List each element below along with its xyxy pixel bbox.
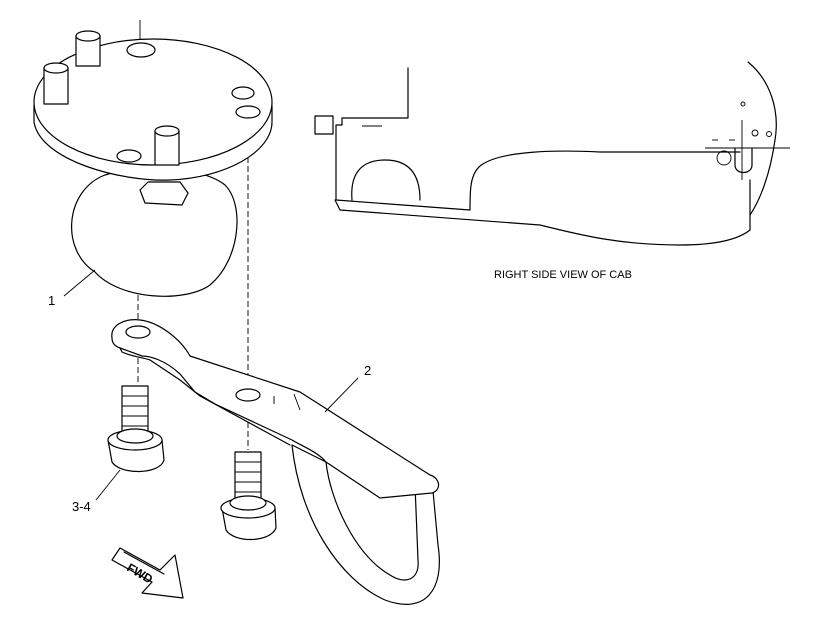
bolt-nut-left: [107, 385, 165, 473]
plate-hole: [126, 42, 156, 58]
callout-item-3-4: 3-4: [72, 499, 91, 514]
bolt-nut-right: [220, 451, 277, 541]
bracket-hole: [125, 325, 151, 339]
cab-box: [314, 115, 334, 135]
plate-stud: [75, 30, 101, 67]
leader-item-3-4: [95, 469, 121, 501]
plate-hole: [116, 149, 142, 163]
callout-item-2: 2: [364, 363, 371, 378]
mirror-ball: [71, 167, 238, 297]
plate-hole: [235, 105, 261, 119]
view-caption: RIGHT SIDE VIEW OF CAB: [494, 269, 632, 281]
plate-nut: [139, 181, 189, 206]
leader-item-1: [63, 269, 96, 297]
cab-mount-hole: [716, 150, 732, 166]
cab-side-view: [314, 61, 790, 246]
callout-item-1: 1: [48, 293, 55, 308]
plate-stud: [154, 125, 180, 166]
fwd-direction-arrow: FWD: [111, 547, 184, 599]
bracket-hole: [235, 388, 261, 402]
plate-stud: [43, 62, 69, 105]
leader-item-2: [324, 377, 359, 413]
plate-hole: [231, 86, 255, 100]
mounting-plate: [33, 30, 273, 206]
bracket: [111, 319, 440, 605]
